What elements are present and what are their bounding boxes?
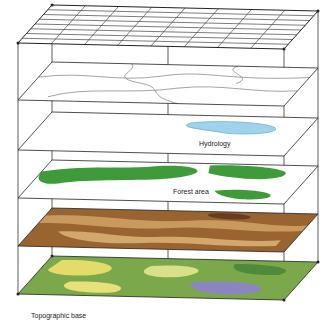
forest-layer — [18, 160, 318, 204]
connector-lines — [18, 5, 318, 300]
layer-label: Hydrology — [198, 140, 232, 148]
grid-layer — [18, 5, 318, 49]
topographic-layer — [18, 256, 318, 300]
soil-layer — [18, 208, 318, 252]
corner-dots — [17, 4, 320, 302]
layer-label: Topographic base — [30, 312, 87, 320]
layer-label: Forest area — [172, 188, 210, 196]
contour-layer — [18, 62, 318, 106]
hydrology-layer — [18, 112, 318, 156]
